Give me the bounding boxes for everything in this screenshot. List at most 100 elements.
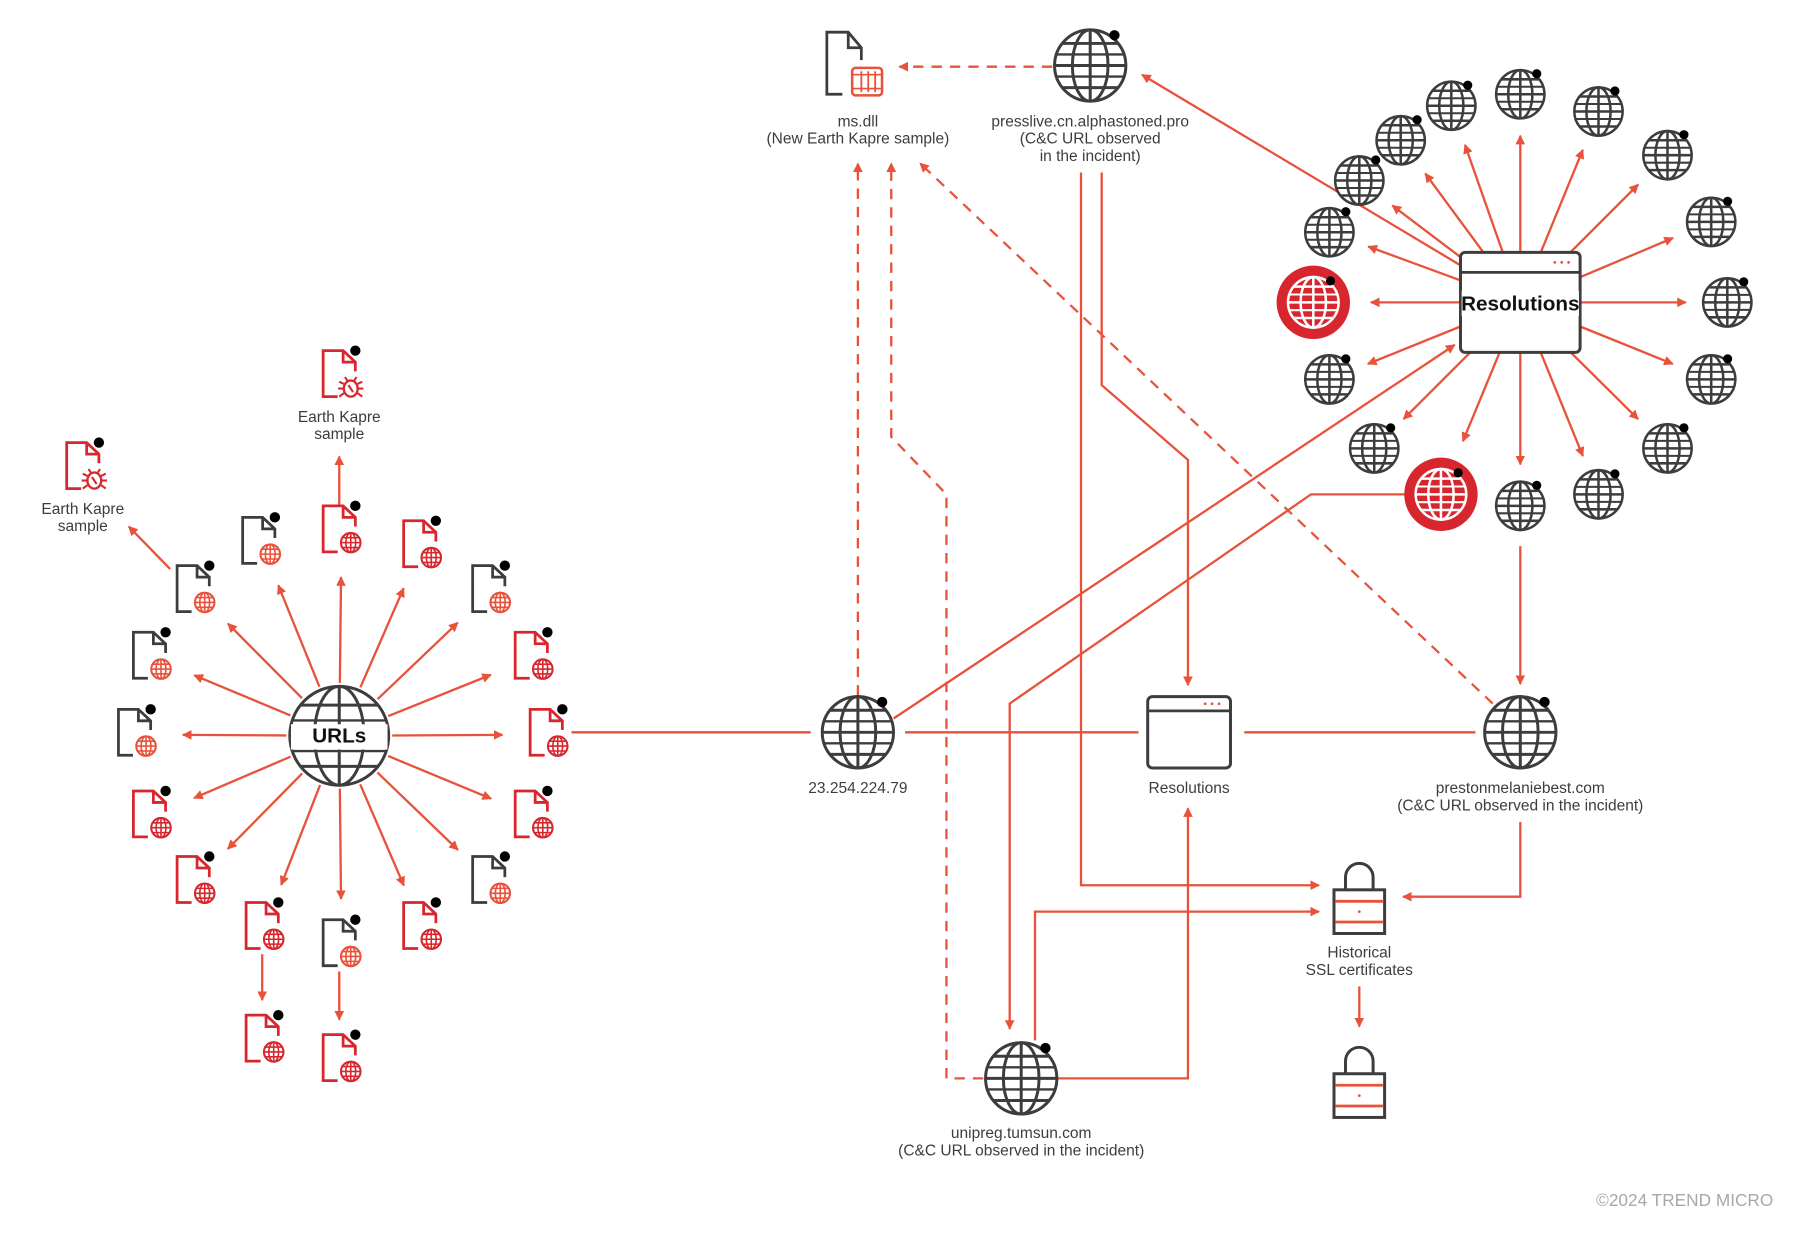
file-outline — [175, 564, 211, 613]
domain-globe-icon — [1573, 468, 1624, 520]
ip-label: 23.254.224.79 — [808, 780, 907, 797]
web-globe-icon — [192, 881, 217, 906]
bug-leg — [357, 392, 363, 398]
radial-arrow — [387, 673, 492, 718]
file-outline — [402, 901, 438, 950]
resolution-arrow — [1402, 351, 1472, 420]
msdll-label: ms.dll — [838, 113, 879, 130]
file-outline — [402, 519, 438, 569]
status-dot-icon — [557, 704, 568, 715]
file-outline — [241, 515, 277, 565]
status-dot-icon — [1325, 276, 1336, 286]
status-dot-icon — [1679, 423, 1689, 433]
domain-globe-icon — [1348, 422, 1400, 474]
domain-globe-icon — [1303, 206, 1355, 258]
presslive-label: in the incident) — [1040, 148, 1141, 165]
bug-leg — [338, 380, 345, 385]
status-dot-icon — [350, 914, 361, 925]
status-dot-icon — [1341, 354, 1351, 364]
urls-hub-label: URLs — [312, 725, 366, 748]
status-dot-icon — [499, 851, 511, 862]
resolutions-label: Resolutions — [1149, 780, 1230, 797]
file-outline — [175, 855, 211, 904]
window-dot — [1217, 702, 1221, 706]
connections — [127, 61, 1687, 1080]
resolution-arrow — [1578, 236, 1674, 279]
bug-sample-label: Earth Kapre — [298, 409, 381, 426]
resolution-arrow — [1569, 351, 1639, 421]
window-dot — [1567, 260, 1570, 264]
status-dot-icon — [204, 560, 215, 571]
status-dot-icon — [542, 627, 553, 638]
window-dot — [1210, 702, 1214, 706]
connector-arrow — [127, 525, 172, 570]
file-outline — [513, 789, 549, 839]
url-file-icon — [528, 704, 570, 759]
radial-arrow — [376, 621, 459, 701]
resolution-arrow — [1578, 324, 1674, 366]
web-globe-icon — [419, 927, 444, 952]
url-file-icon — [321, 914, 363, 969]
radial-arrow — [387, 754, 492, 800]
malicious-domain-globe-icon — [1404, 457, 1478, 532]
radial-arrow — [279, 784, 322, 886]
url-file-icon — [513, 785, 555, 840]
bug-leg — [96, 468, 101, 474]
malware-file-icon — [65, 437, 107, 490]
unipreg-globe-icon — [984, 1041, 1059, 1116]
malware-file-icon — [321, 345, 364, 399]
file-outline — [513, 630, 549, 680]
domain-globe-icon — [1333, 155, 1385, 206]
status-dot-icon — [1723, 196, 1733, 206]
connector-arrow — [1141, 73, 1464, 268]
resolution-arrow — [1424, 172, 1485, 254]
status-dot-icon — [1679, 130, 1689, 140]
preston-globe-icon — [1483, 695, 1558, 770]
web-globe-icon — [261, 1039, 286, 1064]
res-label-bg — [1461, 290, 1579, 317]
dll-library-icon — [850, 66, 884, 97]
presslive-label: presslive.cn.alphastoned.pro — [991, 113, 1189, 130]
web-globe-icon — [258, 542, 283, 567]
lock-shackle — [1344, 1045, 1375, 1074]
status-dot-icon — [350, 1029, 361, 1040]
status-dot-icon — [273, 897, 284, 908]
radial-arrow — [181, 730, 287, 740]
connector-arrow — [1100, 172, 1193, 687]
url-file-icon — [175, 851, 217, 906]
radial-arrow — [193, 674, 291, 717]
copyright: ©2024 TREND MICRO — [1596, 1190, 1773, 1210]
resolution-arrow — [1461, 351, 1501, 443]
file-outline — [471, 564, 507, 613]
domain-globe-icon — [1494, 68, 1546, 120]
url-file-icon — [241, 512, 283, 567]
window-frame — [1146, 695, 1232, 770]
lock-keyhole — [1357, 1094, 1361, 1097]
radial-arrow — [193, 755, 292, 800]
radial-arrow — [392, 730, 504, 740]
msdll-label: (New Earth Kapre sample) — [766, 131, 949, 148]
radial-arrow — [336, 576, 346, 683]
window-dot — [1203, 702, 1207, 706]
resolution-arrow — [1569, 183, 1640, 254]
connector-arrow — [886, 162, 984, 1080]
bug-sample-label: Earth Kapre — [41, 501, 124, 518]
unipreg-label: unipreg.tumsun.com — [951, 1125, 1092, 1142]
lock-shackle — [1344, 861, 1375, 890]
file-outline — [825, 30, 863, 96]
status-dot-icon — [1539, 696, 1550, 708]
unipreg-label: (C&C URL observed in the incident) — [898, 1142, 1144, 1159]
status-dot-icon — [1109, 30, 1120, 41]
domain-globe-icon — [1701, 276, 1753, 328]
status-dot-icon — [499, 560, 511, 571]
presslive-globe-icon — [1053, 28, 1128, 103]
resolution-arrow — [1463, 143, 1504, 254]
connector-arrow — [1079, 172, 1321, 891]
status-dot-icon — [1386, 423, 1396, 433]
connector-arrow — [892, 343, 1456, 720]
dll-file-icon — [825, 30, 884, 97]
hub-label-bg — [290, 724, 388, 750]
bug-leg — [91, 476, 98, 485]
